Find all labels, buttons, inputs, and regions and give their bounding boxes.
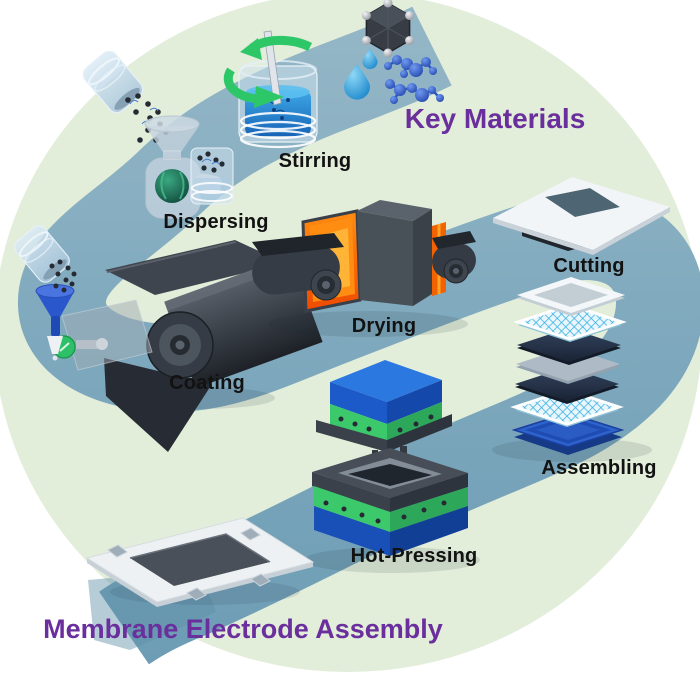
hot-press-icon	[304, 360, 480, 573]
electrode-layer	[517, 328, 621, 365]
drying-left-roller	[252, 233, 344, 301]
coating-roller-cap	[146, 311, 214, 379]
dispersing-icon	[82, 50, 234, 219]
coating-ramp-sheet	[105, 240, 285, 295]
dispersing-label: Dispersing	[163, 211, 269, 233]
water-droplet-icon	[344, 48, 378, 100]
stir-arrows-icon	[223, 35, 313, 108]
alignment-holes	[107, 527, 271, 601]
drying-label: Drying	[351, 315, 417, 337]
coating-label: Coating	[169, 372, 245, 394]
falling-particles	[49, 259, 77, 293]
stirring-label: Stirring	[278, 150, 352, 172]
coating-hanging-sheet	[104, 358, 212, 452]
assembling-label: Assembling	[541, 457, 657, 479]
catalyst-particle-icon	[361, 0, 415, 58]
mea-plate-icon	[85, 517, 315, 607]
ionomer-chain-icon	[384, 55, 444, 104]
mea-title: Membrane Electrode Assembly	[43, 614, 443, 644]
cutting-icon	[493, 177, 670, 255]
pour-bottle-icon	[14, 225, 70, 283]
stirring-beaker-icon	[223, 30, 318, 149]
cutting-label: Cutting	[553, 255, 625, 277]
drying-right-roller	[432, 231, 476, 284]
hot-pressing-label: Hot-Pressing	[350, 545, 478, 567]
dispersing-beaker-icon	[190, 147, 234, 205]
drying-oven-icon	[252, 200, 476, 337]
assembling-stack-icon	[492, 277, 652, 462]
cutting-frame	[493, 177, 670, 250]
gasket-frame-layer	[517, 277, 625, 316]
end-plate-layer	[511, 412, 625, 455]
key-materials-icons	[344, 0, 444, 104]
key-materials-title: Key Materials	[404, 103, 586, 134]
gdl-mesh-layer	[513, 303, 627, 342]
gdl-mesh-layer	[510, 388, 624, 427]
stir-rod-icon	[263, 30, 282, 106]
